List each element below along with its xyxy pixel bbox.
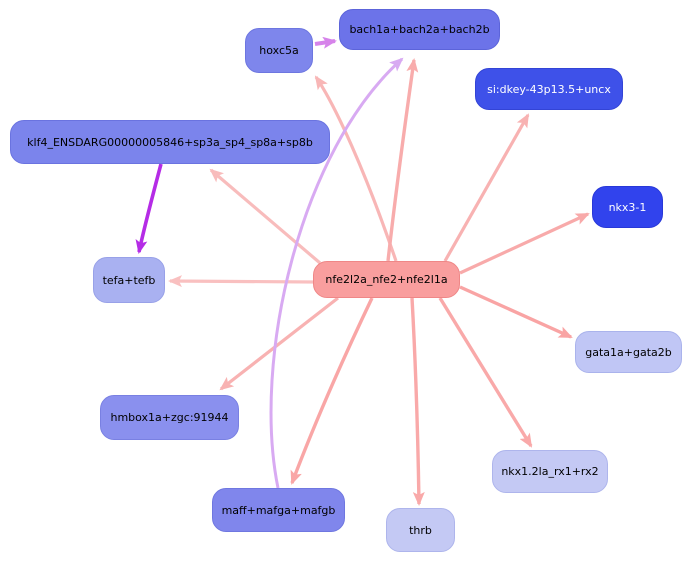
node-label: hoxc5a — [259, 44, 299, 57]
edge-nfe2l2a_nfe2+nfe2l1a-to-nkx3-1 — [459, 212, 590, 275]
node-label: klf4_ENSDARG00000005846+sp3a_sp4_sp8a+sp… — [27, 135, 313, 149]
node-gata1a+gata2b[interactable]: gata1a+gata2b — [575, 331, 682, 373]
node-nkx1.2la_rx1+rx2[interactable]: nkx1.2la_rx1+rx2 — [492, 450, 608, 493]
node-label: bach1a+bach2a+bach2b — [349, 23, 490, 36]
node-nkx3-1[interactable]: nkx3-1 — [592, 186, 663, 228]
node-label: tefa+tefb — [102, 273, 156, 287]
edge-nfe2l2a_nfe2+nfe2l1a-to-hoxc5a — [314, 75, 398, 262]
node-label: hmbox1a+zgc:91944 — [110, 411, 229, 424]
node-klf4_ENSDARG00000005846+sp3a_sp4_sp8a+sp8b[interactable]: klf4_ENSDARG00000005846+sp3a_sp4_sp8a+sp… — [10, 120, 330, 164]
edge-hoxc5a-to-bach1a+bach2a+bach2b — [314, 36, 337, 49]
node-tefa+tefb[interactable]: tefa+tefb — [93, 257, 165, 303]
node-si:dkey-43p13.5+uncx[interactable]: si:dkey-43p13.5+uncx — [475, 68, 623, 110]
node-maff+mafga+mafgb[interactable]: maff+mafga+mafgb — [212, 488, 345, 532]
node-label: thrb — [409, 523, 432, 537]
edge-nfe2l2a_nfe2+nfe2l1a-to-si:dkey-43p13.5+uncx — [443, 113, 530, 262]
node-label: gata1a+gata2b — [585, 345, 672, 359]
node-thrb[interactable]: thrb — [386, 508, 455, 552]
node-label: si:dkey-43p13.5+uncx — [487, 82, 611, 96]
node-label: maff+mafga+mafgb — [221, 503, 336, 517]
node-bach1a+bach2a+bach2b[interactable]: bach1a+bach2a+bach2b — [339, 9, 500, 50]
node-hmbox1a+zgc:91944[interactable]: hmbox1a+zgc:91944 — [100, 395, 239, 440]
edge-klf4_ENSDARG00000005846+sp3a_sp4_sp8a+sp8b-to-tefa+tefb — [135, 163, 163, 254]
edge-maff+mafga+mafgb-to-bach1a+bach2a+bach2b — [269, 57, 404, 489]
node-label: nkx3-1 — [608, 200, 647, 214]
node-nfe2l2a_nfe2+nfe2l1a[interactable]: nfe2l2a_nfe2+nfe2l1a — [313, 261, 460, 298]
edge-nfe2l2a_nfe2+nfe2l1a-to-thrb — [410, 297, 425, 506]
edge-nfe2l2a_nfe2+nfe2l1a-to-bach1a+bach2a+bach2b — [386, 58, 419, 262]
node-label: nfe2l2a_nfe2+nfe2l1a — [325, 273, 448, 286]
node-label: nkx1.2la_rx1+rx2 — [501, 465, 599, 478]
node-hoxc5a[interactable]: hoxc5a — [245, 28, 313, 73]
edge-nfe2l2a_nfe2+nfe2l1a-to-maff+mafga+mafgb — [290, 297, 374, 485]
edge-nfe2l2a_nfe2+nfe2l1a-to-tefa+tefb — [168, 275, 314, 288]
edge-nfe2l2a_nfe2+nfe2l1a-to-klf4_ENSDARG00000005846+sp3a_sp4_sp8a+sp8b — [209, 168, 322, 265]
edge-nfe2l2a_nfe2+nfe2l1a-to-hmbox1a+zgc:91944 — [219, 296, 339, 391]
edge-nfe2l2a_nfe2+nfe2l1a-to-gata1a+gata2b — [459, 285, 573, 339]
edge-nfe2l2a_nfe2+nfe2l1a-to-nkx1.2la_rx1+rx2 — [438, 297, 533, 448]
